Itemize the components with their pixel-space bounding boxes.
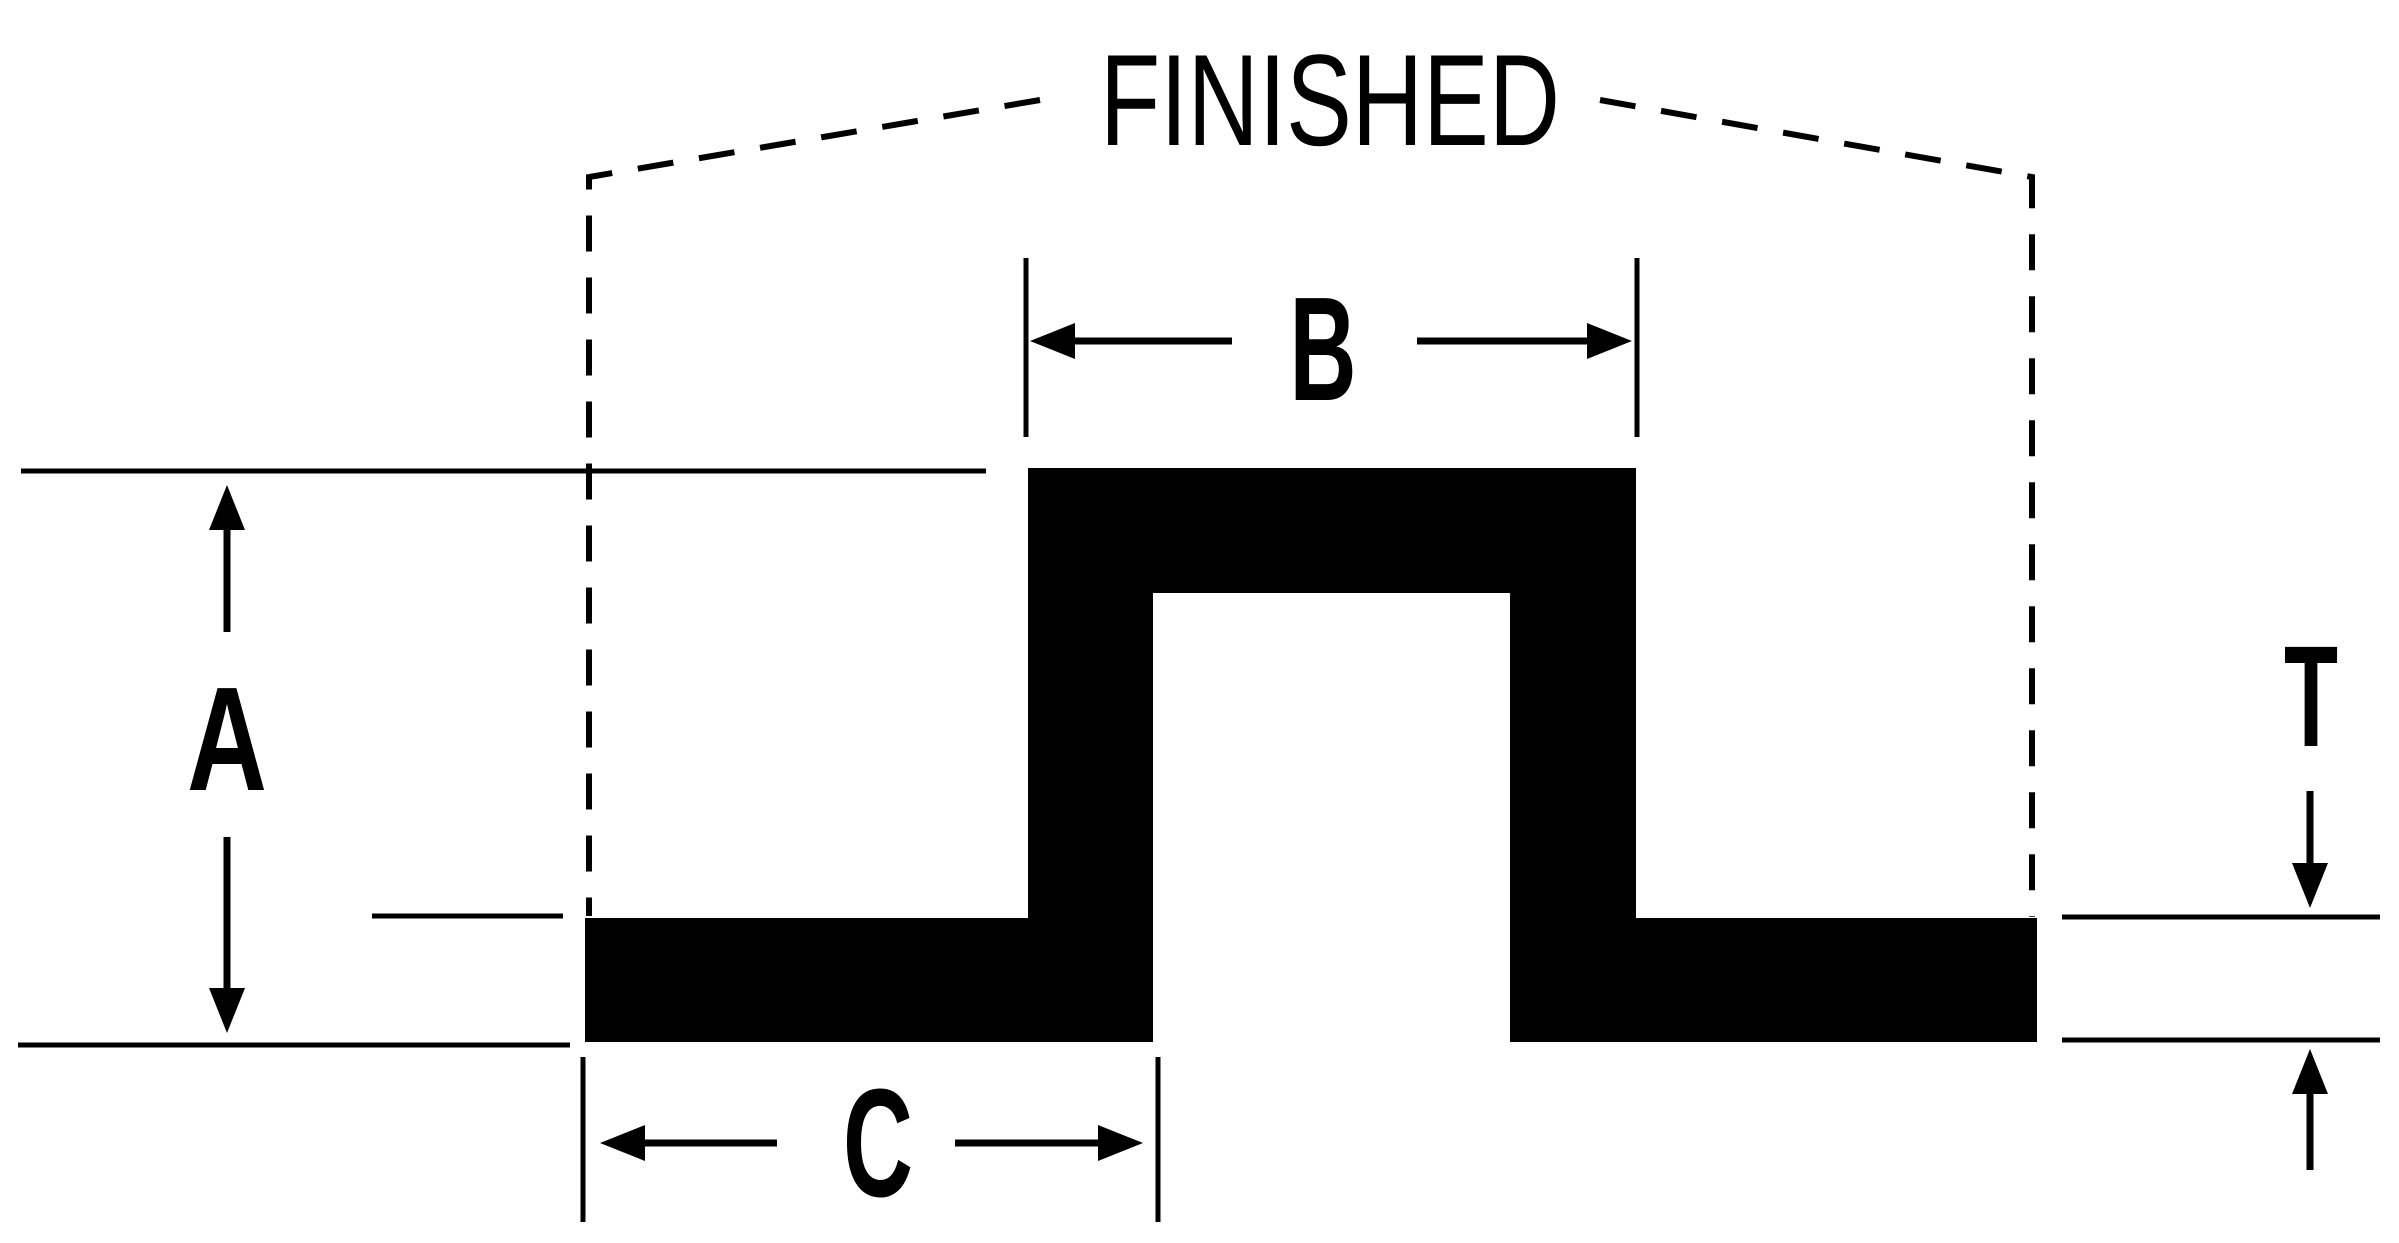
finished-callout-label: FINISHED — [1100, 27, 1560, 173]
finished-leader-right-dashed — [1599, 97, 2035, 917]
dim-c-left-arrowhead-icon — [600, 1125, 645, 1161]
dim-c-label: C — [843, 1057, 913, 1229]
dim-b-label: B — [1290, 267, 1357, 432]
dim-a-up-arrowhead-icon — [209, 485, 245, 530]
dim-b-left-arrowhead-icon — [1030, 323, 1075, 359]
dim-a-down-arrowhead-icon — [209, 988, 245, 1033]
dim-c-right-arrowhead-icon — [1098, 1125, 1143, 1161]
dim-t-up-arrowhead-icon — [2292, 1049, 2328, 1094]
dim-b-right-arrowhead-icon — [1587, 323, 1632, 359]
dim-t-down-arrowhead-icon — [2292, 863, 2328, 908]
dim-a-label: A — [187, 657, 267, 822]
hat-profile-shape — [585, 468, 2037, 1042]
finished-leader-left-dashed — [586, 97, 1041, 916]
dim-t-label: T — [2284, 616, 2338, 777]
